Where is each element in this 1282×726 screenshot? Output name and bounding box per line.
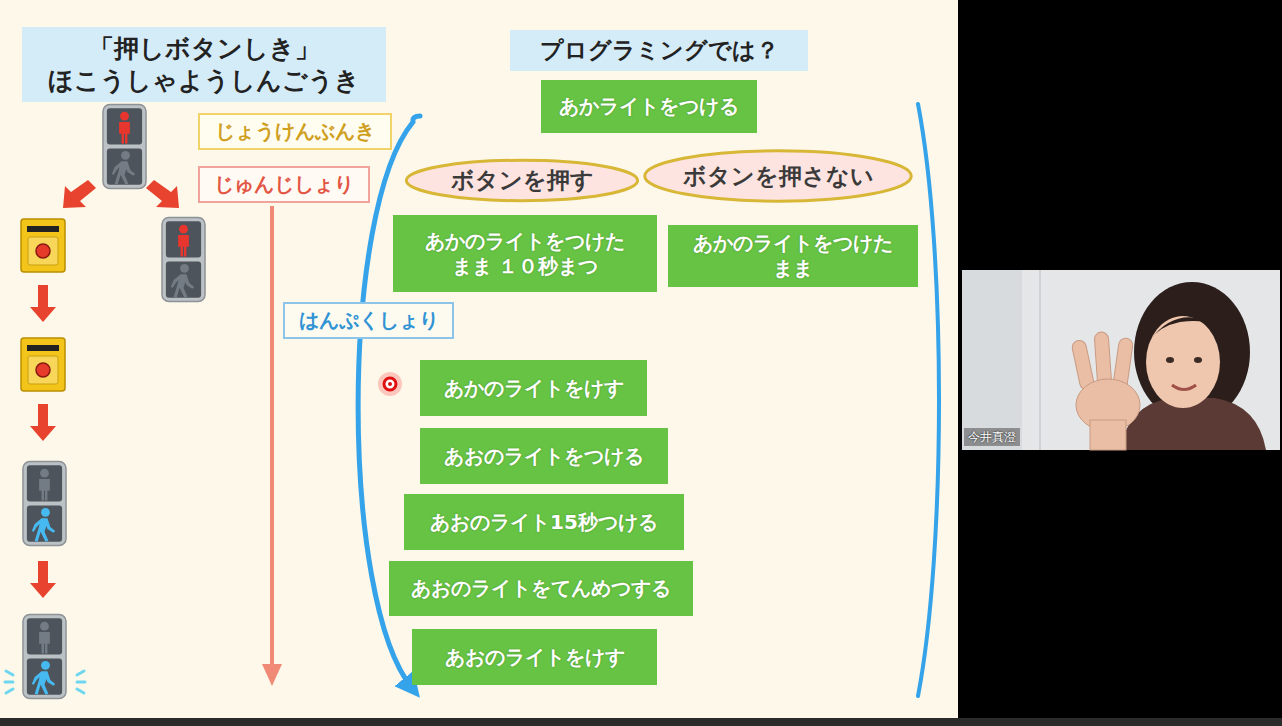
condition-ellipse: ボタンを押さない <box>642 148 914 204</box>
process-box: あかのライトをけす <box>420 360 647 416</box>
ellipse-shape <box>406 160 637 201</box>
blink-marks <box>5 671 85 693</box>
webcam-view <box>962 270 1280 450</box>
flow-arrows <box>30 180 179 598</box>
node-text: あかのライトをけす <box>444 376 624 401</box>
heading-box: 「押しボタンしき」 ほこうしゃようしんごうき <box>22 27 386 102</box>
process-box: あおのライトをつける <box>420 428 668 484</box>
node-text: あかのライトをつけた まま <box>680 231 906 281</box>
node-text: プログラミングでは？ <box>540 36 779 65</box>
signal-illustration <box>5 104 205 698</box>
process-box: あおのライト15秒つける <box>404 494 684 550</box>
signal-red <box>103 104 146 188</box>
signal-red <box>162 217 205 301</box>
signal-blue <box>23 461 66 545</box>
closing-bracket <box>918 104 939 696</box>
node-text: はんぷくしょり <box>299 308 439 333</box>
node-text: あおのライト15秒つける <box>430 510 658 535</box>
process-box: あかのライトをつけた まま １０秒まつ <box>393 215 657 292</box>
process-box: あおのライトをけす <box>412 629 657 685</box>
process-box: あおのライトをてんめつする <box>389 561 693 616</box>
condition-ellipse: ボタンを押す <box>404 158 640 203</box>
node-text: ボタンを押さない <box>683 162 874 191</box>
slide-background <box>0 0 958 718</box>
participant-name: 今井真澄 <box>968 429 1016 446</box>
push-button-icon <box>21 338 65 391</box>
heading-box: プログラミングでは？ <box>510 30 808 71</box>
bottom-strip <box>0 718 1282 726</box>
concept-tag: じゅんじしょり <box>198 166 370 203</box>
node-text: 「押しボタンしき」 ほこうしゃようしんごうき <box>34 33 374 96</box>
push-button-icon <box>21 219 65 272</box>
signal-blue <box>23 614 66 698</box>
ellipse-shape <box>645 151 912 201</box>
concept-tag: じょうけんぶんき <box>198 113 392 150</box>
process-box: あかのライトをつけた まま <box>668 225 918 287</box>
sequence-arrow <box>262 206 282 686</box>
node-text: あおのライトをつける <box>444 444 644 469</box>
concept-tag: はんぷくしょり <box>283 302 454 339</box>
node-text: ボタンを押す <box>451 166 594 195</box>
process-box: あかライトをつける <box>541 80 757 133</box>
node-text: あかライトをつける <box>559 94 739 119</box>
node-text: じょうけんぶんき <box>215 119 375 144</box>
laser-pointer <box>378 372 402 396</box>
node-text: あおのライトをけす <box>445 645 625 670</box>
node-text: あおのライトをてんめつする <box>411 576 671 601</box>
node-text: じゅんじしょり <box>214 172 354 197</box>
node-text: あかのライトをつけた まま １０秒まつ <box>405 229 645 279</box>
